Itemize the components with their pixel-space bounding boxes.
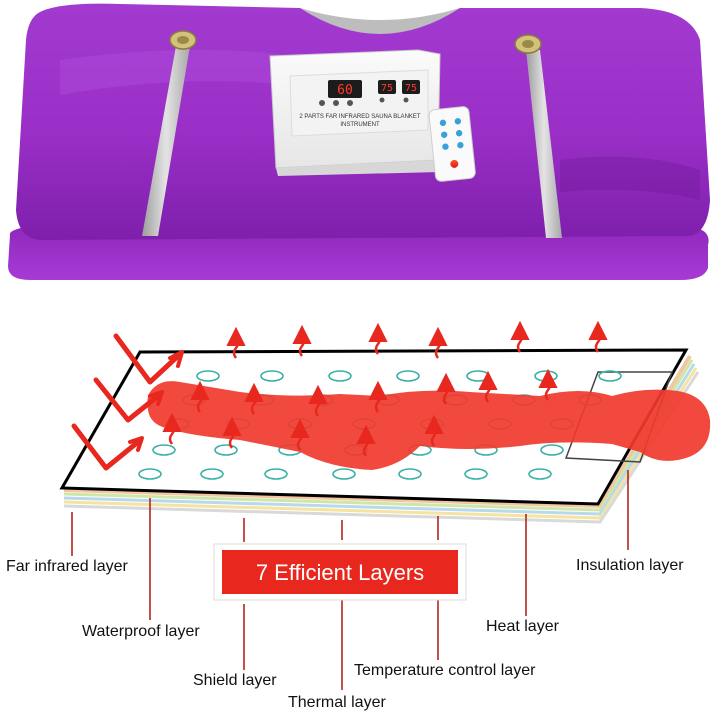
right-zipper: [514, 34, 562, 238]
heating-point: [598, 370, 622, 382]
label-far-infrared-layer: Far infrared layer: [6, 558, 128, 575]
heat-wave-arrow: [510, 320, 530, 353]
heating-point: [328, 370, 352, 382]
heat-wave-arrow: [588, 320, 608, 353]
heating-point: [464, 468, 488, 480]
heat-wave-arrow: [244, 382, 264, 415]
heating-point: [214, 444, 238, 456]
label-temperature-control-layer: Temperature control layer: [354, 662, 536, 679]
sauna-blanket-photo: 60 75 75 2 PARTS FAR INFRARED SAUNA BLAN…: [8, 3, 710, 280]
temp-display-right: [402, 80, 420, 94]
controller-box: 60 75 75 2 PARTS FAR INFRARED SAUNA BLAN…: [269, 49, 441, 176]
label-insulation-layer: Insulation layer: [576, 557, 684, 574]
heat-wave-arrow: [356, 424, 376, 457]
time-display: [328, 80, 362, 98]
heat-wave-arrow: [424, 414, 444, 447]
temp-display-left: [378, 80, 396, 94]
label-waterproof-layer: Waterproof layer: [82, 623, 200, 640]
heat-wave-arrow: [292, 324, 312, 357]
heating-point: [540, 444, 564, 456]
layers-diagram: 7 Efficient Layers Far infrared layer Wa…: [6, 320, 711, 711]
label-heat-layer: Heat layer: [486, 618, 560, 635]
heat-wave-arrow: [290, 418, 310, 451]
time-readout: 60: [337, 83, 353, 98]
temp-readout-right: 75: [405, 83, 417, 94]
heating-point: [264, 468, 288, 480]
heat-wave-arrow: [162, 412, 182, 445]
callout-lines: [71, 470, 629, 690]
heat-wave-arrow: [190, 380, 210, 413]
heating-point: [398, 468, 422, 480]
remote-control: [428, 106, 476, 182]
temp-readout-left: 75: [381, 83, 393, 94]
heating-point: [152, 444, 176, 456]
label-shield-layer: Shield layer: [193, 672, 277, 689]
heating-point: [200, 468, 224, 480]
heating-point: [396, 370, 420, 382]
heating-point: [138, 468, 162, 480]
heat-wave-arrow: [538, 368, 558, 401]
heat-wave-arrow: [226, 326, 246, 359]
panel-label-line1: 2 PARTS FAR INFRARED SAUNA BLANKET: [299, 114, 420, 120]
panel-label-line2: INSTRUMENT: [340, 122, 380, 128]
heat-wave-arrow: [308, 384, 328, 417]
heat-waves: [162, 320, 608, 457]
heating-point: [528, 468, 552, 480]
layers-title: 7 Efficient Layers: [256, 560, 424, 585]
power-icon: [450, 159, 459, 168]
heat-wave-arrow: [368, 322, 388, 355]
heating-point: [260, 370, 284, 382]
heat-wave-arrow: [368, 380, 388, 413]
layers-title-badge: 7 Efficient Layers: [213, 543, 467, 601]
heat-wave-arrow: [436, 372, 456, 405]
left-zipper: [142, 30, 197, 236]
infrared-entry-arrows: [71, 333, 184, 471]
heating-point: [332, 468, 356, 480]
heat-wave-arrow: [222, 416, 242, 449]
heat-wave-arrow: [428, 326, 448, 359]
heat-wave-arrow: [478, 370, 498, 403]
label-thermal-layer: Thermal layer: [288, 694, 386, 711]
